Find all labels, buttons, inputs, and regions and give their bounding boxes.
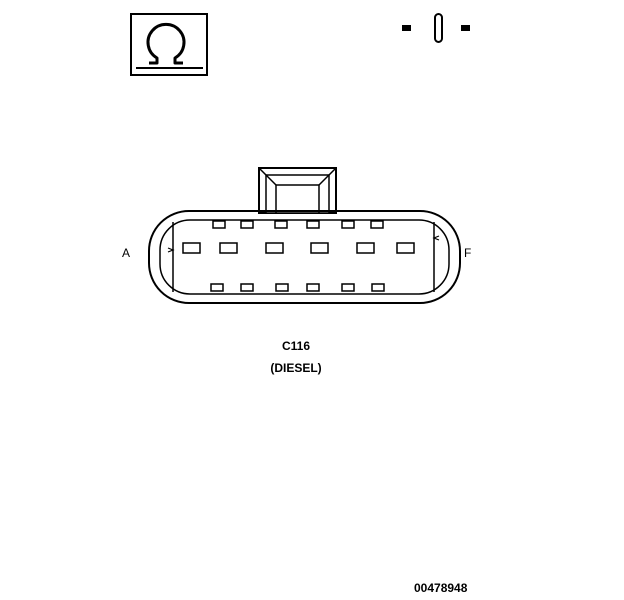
connector-variant: (DIESEL) (270, 361, 321, 375)
cavity (240, 220, 254, 229)
cavity (306, 283, 320, 292)
cavity (396, 242, 415, 254)
cavity (219, 242, 238, 254)
cavity (274, 220, 288, 229)
cavity-row-top (212, 220, 384, 229)
pin-label-right: F (464, 246, 471, 260)
terminal-pin-icon (402, 13, 470, 43)
cavity (310, 242, 329, 254)
figure-id: 00478948 (414, 581, 468, 595)
cavity (371, 283, 385, 292)
cavity (265, 242, 284, 254)
cavity (275, 283, 289, 292)
cavity (341, 220, 355, 229)
cavity-row-bottom (210, 283, 385, 292)
cavity (306, 220, 320, 229)
cavity (182, 242, 201, 254)
cavity (356, 242, 375, 254)
cavity (210, 283, 224, 292)
cavity-row-middle (182, 242, 415, 254)
ohm-symbol-icon (130, 13, 208, 76)
cavity (240, 283, 254, 292)
connector-body (148, 210, 461, 304)
cavity (370, 220, 384, 229)
connector-id: C116 (282, 339, 310, 353)
cavity (341, 283, 355, 292)
connector-latch (258, 167, 337, 214)
pin-label-left: A (122, 246, 130, 260)
cavity (212, 220, 226, 229)
